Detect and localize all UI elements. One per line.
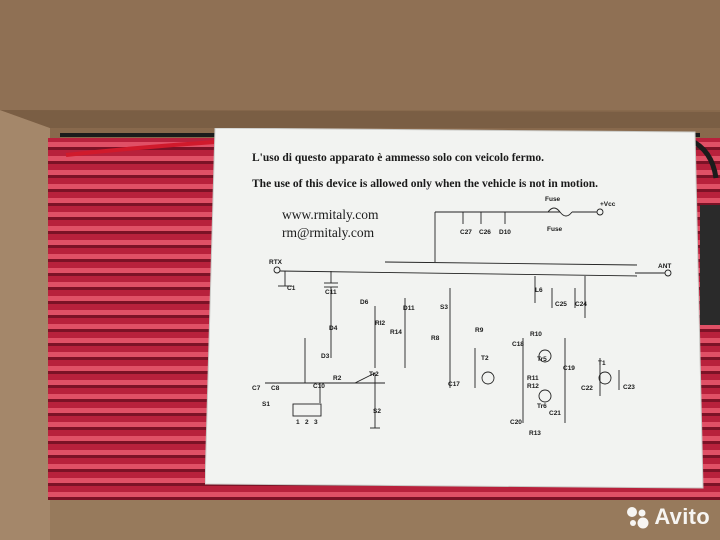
label-t2: T2: [481, 355, 489, 362]
label-d6: D6: [360, 299, 369, 306]
avito-logo-icon: [627, 507, 649, 529]
label-tr2: Tr2: [369, 371, 379, 378]
avito-watermark: Avito: [624, 504, 710, 530]
label-pin1: 1: [296, 419, 300, 426]
label-rtx: RTX: [269, 259, 283, 266]
label-d4: D4: [329, 325, 338, 332]
label-r14: R14: [390, 329, 402, 336]
label-c19: C19: [563, 365, 575, 372]
label-c17: C17: [448, 381, 460, 388]
box-back-flap: [0, 0, 720, 110]
label-pin2: 2: [305, 419, 309, 426]
label-ant: ANT: [658, 263, 671, 270]
paper-sheet: [205, 128, 704, 489]
connector-bracket: [700, 205, 720, 325]
label-s3: S3: [440, 304, 448, 311]
notice-italian: L'uso di questo apparato è ammesso solo …: [252, 152, 544, 164]
notice-english: The use of this device is allowed only w…: [252, 178, 598, 190]
label-c20: C20: [510, 419, 522, 426]
label-s2: S2: [373, 408, 381, 415]
label-c25: C25: [555, 301, 567, 308]
label-c21: C21: [549, 410, 561, 417]
label-r11: R11: [527, 375, 539, 382]
label-tr5: Tr5: [537, 356, 547, 363]
label-s1: S1: [262, 401, 270, 408]
label-r8: R8: [431, 335, 440, 342]
heatsink-fin: [48, 492, 720, 497]
label-vcc: +Vcc: [600, 201, 616, 208]
label-c26: C26: [479, 229, 491, 236]
label-c22: C22: [581, 385, 593, 392]
label-d11: D11: [403, 305, 415, 312]
label-r10: R10: [530, 331, 542, 338]
label-c10: C10: [313, 383, 325, 390]
label-r13: R13: [529, 430, 541, 437]
red-cable: [65, 140, 216, 157]
label-t1: T1: [598, 360, 606, 367]
instruction-sheet: RTX ANT +Vcc Fuse Fuse C27 C26 D10 C1 C1…: [205, 128, 704, 489]
box-inner-edge: [0, 110, 720, 128]
label-l6: L6: [535, 287, 543, 294]
email-text: rm@rmitaly.com: [282, 225, 375, 240]
label-r9: R9: [475, 327, 484, 334]
label-tr6: Tr6: [537, 403, 547, 410]
label-d3: D3: [321, 353, 330, 360]
label-c11: C11: [325, 289, 337, 296]
avito-text: Avito: [654, 504, 710, 529]
label-c18: C18: [512, 341, 524, 348]
label-fuse-top: Fuse: [545, 196, 561, 203]
box-bottom-wall: [50, 500, 720, 540]
website-text: www.rmitaly.com: [282, 207, 379, 222]
label-ri2: RI2: [375, 320, 386, 327]
label-c23: C23: [623, 384, 635, 391]
label-c8: C8: [271, 385, 280, 392]
label-r2: R2: [333, 375, 342, 382]
label-c1: C1: [287, 285, 296, 292]
label-pin3: 3: [314, 419, 318, 426]
label-fuse-bottom: Fuse: [547, 226, 563, 233]
circuit-schematic: [265, 207, 672, 429]
label-c7: C7: [252, 385, 261, 392]
heatsink-fin-shadow: [48, 497, 720, 500]
box-left-wall: [0, 110, 50, 540]
label-c24: C24: [575, 301, 587, 308]
label-r12: R12: [527, 383, 539, 390]
label-c27: C27: [460, 229, 472, 236]
schematic-labels: RTX ANT +Vcc Fuse Fuse C27 C26 D10 C1 C1…: [252, 196, 671, 437]
label-d10: D10: [499, 229, 511, 236]
